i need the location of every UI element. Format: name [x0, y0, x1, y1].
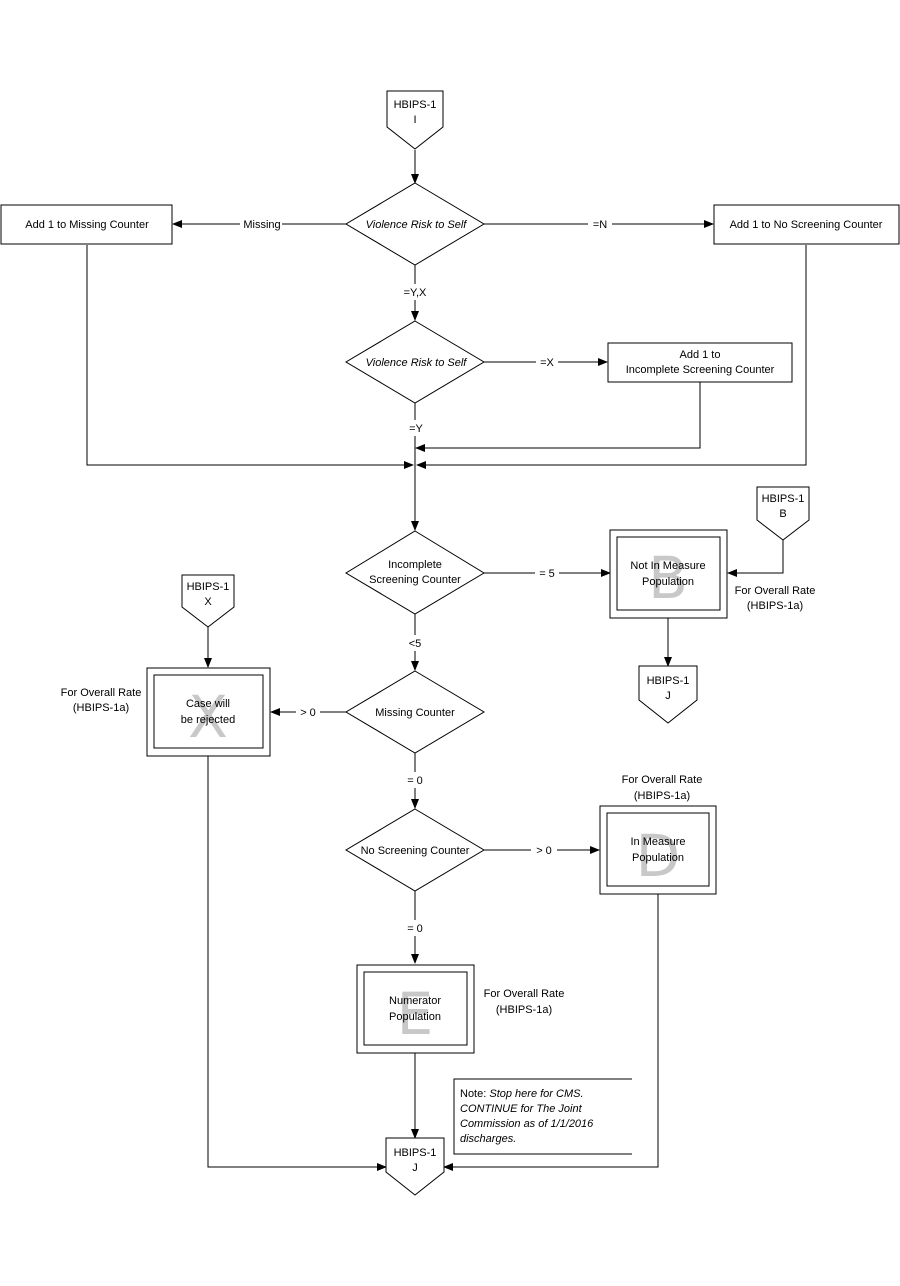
terminal-e-numerator: E Numerator Population [356, 964, 475, 1054]
label-lt-5: <5 [409, 638, 422, 650]
annotation-overall-rate-d: For Overall Rate (HBIPS-1a) [622, 774, 703, 802]
svg-text:discharges.: discharges. [460, 1133, 516, 1145]
process-missing-counter: Add 1 to Missing Counter [0, 204, 173, 245]
svg-text:HBIPS-1: HBIPS-1 [394, 1147, 437, 1159]
svg-text:J: J [665, 690, 671, 702]
process-no-screening-counter: Add 1 to No Screening Counter [713, 204, 900, 245]
connector-hbips-1-j-right: HBIPS-1 J [638, 665, 698, 724]
svg-text:Incomplete Screening Counter: Incomplete Screening Counter [626, 364, 775, 376]
svg-text:(HBIPS-1a): (HBIPS-1a) [634, 790, 690, 802]
svg-text:Numerator: Numerator [389, 995, 441, 1007]
label-eq-0-screen: = 0 [407, 923, 423, 935]
svg-text:Population: Population [642, 576, 694, 588]
svg-text:HBIPS-1: HBIPS-1 [647, 675, 690, 687]
terminal-b-not-in-measure: B Not In Measure Population [609, 529, 728, 619]
label-eq-n: =N [593, 219, 607, 231]
label-eq-y: =Y [409, 423, 423, 435]
svg-text:D: D [636, 822, 681, 890]
svg-text:HBIPS-1: HBIPS-1 [762, 493, 805, 505]
svg-text:CONTINUE for The Joint: CONTINUE for The Joint [460, 1103, 583, 1115]
connector-hbips-1-b: HBIPS-1 B [756, 486, 810, 541]
edge-x-to-j [207, 756, 387, 1171]
edge-labels: Missing =N =Y,X =X =Y = 5 <5 > 0 = 0 > 0… [240, 216, 612, 936]
decision-violence-risk-2: Violence Risk to Self [345, 320, 485, 404]
connector-hbips-1-j-bottom: HBIPS-1 J [385, 1137, 445, 1196]
svg-text:Commission as of 1/1/2016: Commission as of 1/1/2016 [460, 1118, 594, 1130]
svg-text:I: I [413, 114, 416, 126]
process-incomplete-counter: Add 1 to Incomplete Screening Counter [607, 342, 793, 383]
note-cms-joint-commission: Note: Stop here for CMS. CONTINUE for Th… [453, 1078, 632, 1155]
svg-text:Add 1 to: Add 1 to [680, 349, 721, 361]
decision-incomplete-screening-counter: Incomplete Screening Counter [345, 530, 485, 615]
svg-text:Add 1 to No Screening Counter: Add 1 to No Screening Counter [730, 219, 883, 231]
edge-d-to-j [443, 894, 659, 1171]
svg-text:Population: Population [632, 852, 684, 864]
annotation-overall-rate-b: For Overall Rate (HBIPS-1a) [735, 585, 816, 612]
svg-text:(HBIPS-1a): (HBIPS-1a) [747, 600, 803, 612]
svg-text:J: J [412, 1162, 418, 1174]
connector-hbips-1-x: HBIPS-1 X [181, 574, 235, 628]
terminal-d-in-measure: D In Measure Population [599, 805, 717, 895]
edge-no-screening-return [416, 245, 807, 469]
annotation-overall-rate-x: For Overall Rate (HBIPS-1a) [61, 687, 142, 714]
terminal-x-case-rejected: X Case will be rejected [146, 667, 271, 757]
svg-text:For Overall Rate: For Overall Rate [484, 988, 565, 1000]
label-missing: Missing [243, 219, 280, 231]
decision-violence-risk-1: Violence Risk to Self [345, 182, 485, 266]
label-gt-0-missing: > 0 [300, 707, 316, 719]
label-eq-0-missing: = 0 [407, 775, 423, 787]
svg-text:In Measure: In Measure [630, 836, 685, 848]
svg-text:(HBIPS-1a): (HBIPS-1a) [496, 1004, 552, 1016]
edge-b-connector [727, 540, 784, 577]
svg-text:B: B [648, 544, 688, 612]
svg-text:Add 1 to Missing Counter: Add 1 to Missing Counter [25, 219, 149, 231]
svg-text:Missing Counter: Missing Counter [375, 707, 455, 719]
svg-text:Not In Measure: Not In Measure [630, 560, 705, 572]
svg-text:B: B [779, 508, 786, 520]
svg-text:E: E [397, 980, 434, 1048]
svg-text:Case will: Case will [186, 698, 230, 710]
svg-text:be rejected: be rejected [181, 714, 235, 726]
svg-text:X: X [204, 596, 212, 608]
label-eq-5: = 5 [539, 568, 555, 580]
svg-text:Population: Population [389, 1011, 441, 1023]
svg-text:Violence Risk to Self: Violence Risk to Self [366, 219, 468, 231]
decision-no-screening-counter: No Screening Counter [345, 808, 485, 892]
svg-text:Note: Stop here for CMS.: Note: Stop here for CMS. [460, 1088, 584, 1100]
edge-missing-counter-return [86, 245, 414, 469]
svg-text:(HBIPS-1a): (HBIPS-1a) [73, 702, 129, 714]
svg-text:Violence Risk to Self: Violence Risk to Self [366, 357, 468, 369]
edge-incomplete-counter-return [415, 382, 701, 452]
decision-missing-counter: Missing Counter [345, 670, 485, 754]
svg-text:Screening Counter: Screening Counter [369, 574, 461, 586]
svg-text:HBIPS-1: HBIPS-1 [394, 99, 437, 111]
svg-text:For Overall Rate: For Overall Rate [622, 774, 703, 786]
annotation-overall-rate-e: For Overall Rate (HBIPS-1a) [484, 988, 565, 1016]
svg-text:For Overall Rate: For Overall Rate [61, 687, 142, 699]
label-eq-yx: =Y,X [404, 287, 427, 299]
label-gt-0-screen: > 0 [536, 845, 552, 857]
connector-hbips-1-i: HBIPS-1 I [386, 90, 444, 150]
label-eq-x: =X [540, 357, 554, 369]
svg-text:No Screening Counter: No Screening Counter [361, 845, 470, 857]
svg-text:For Overall Rate: For Overall Rate [735, 585, 816, 597]
svg-text:Incomplete: Incomplete [388, 559, 442, 571]
svg-text:HBIPS-1: HBIPS-1 [187, 581, 230, 593]
svg-text:X: X [188, 683, 228, 751]
